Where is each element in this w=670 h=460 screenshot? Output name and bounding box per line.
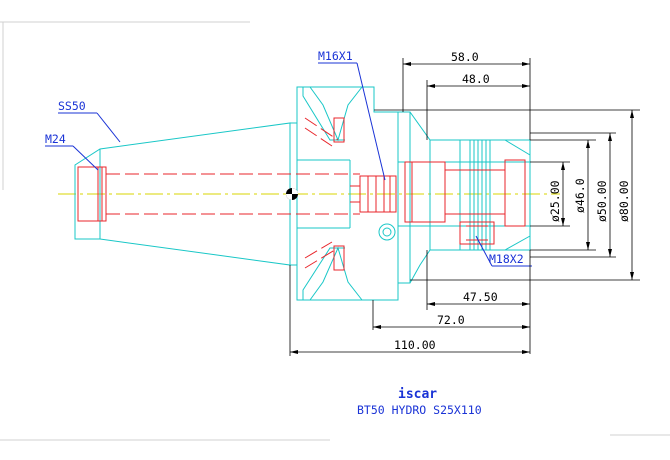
label-thread-end: M24 [45,132,66,146]
label-taper: SS50 [58,99,86,113]
dim-d25: ø25.00 [548,180,562,222]
hidden-features [77,117,526,271]
gauge-point [286,188,298,200]
dim-47-50: 47.50 [463,290,498,304]
dim-d50: ø50.00 [595,180,609,222]
dimension-values: 58.0 48.0 47.50 72.0 110.00 ø25.00 ø46.0… [394,50,631,352]
dim-58: 58.0 [451,50,479,64]
label-screw: M18X2 [489,252,524,266]
dim-d80: ø80.00 [617,180,631,222]
title-block: iscar BT50 HYDRO S25X110 [357,387,482,417]
dim-72: 72.0 [437,313,465,327]
dim-110: 110.00 [394,338,436,352]
dim-d46: ø46.0 [573,178,587,213]
dimension-lines [289,58,640,356]
drawing-title: BT50 HYDRO S25X110 [357,403,482,417]
annotation-labels: SS50 M24 M16X1 M18X2 [45,49,532,267]
label-thread-mid: M16X1 [318,49,353,63]
sheet-frame [0,21,670,441]
brand-logo: iscar [398,387,437,402]
dim-48: 48.0 [462,72,490,86]
